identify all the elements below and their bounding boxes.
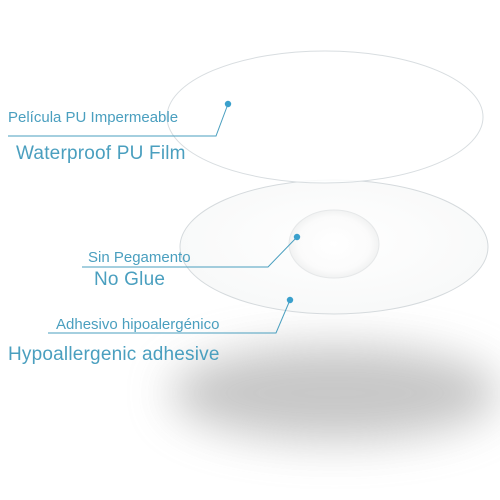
pointer-dot-no-glue <box>293 233 301 241</box>
leader-line-no-glue <box>82 236 298 268</box>
label-no-glue-en: No Glue <box>94 269 166 290</box>
label-adhesive-en: Hypoallergenic adhesive <box>8 344 220 365</box>
label-adhesive-es: Adhesivo hipoalergénico <box>56 316 220 333</box>
leader-line-adhesive <box>48 299 291 334</box>
label-film-es: Película PU Impermeable <box>8 109 179 126</box>
waterproof-film-disc <box>166 50 484 184</box>
pointer-dot-film <box>224 100 232 108</box>
leader-line-film <box>8 103 229 137</box>
pointer-dot-adhesive <box>286 296 294 304</box>
label-film-en: Waterproof PU Film <box>16 143 186 164</box>
drop-shadow <box>170 345 500 441</box>
center-pad <box>288 209 380 279</box>
label-no-glue-es: Sin Pegamento <box>88 249 191 266</box>
